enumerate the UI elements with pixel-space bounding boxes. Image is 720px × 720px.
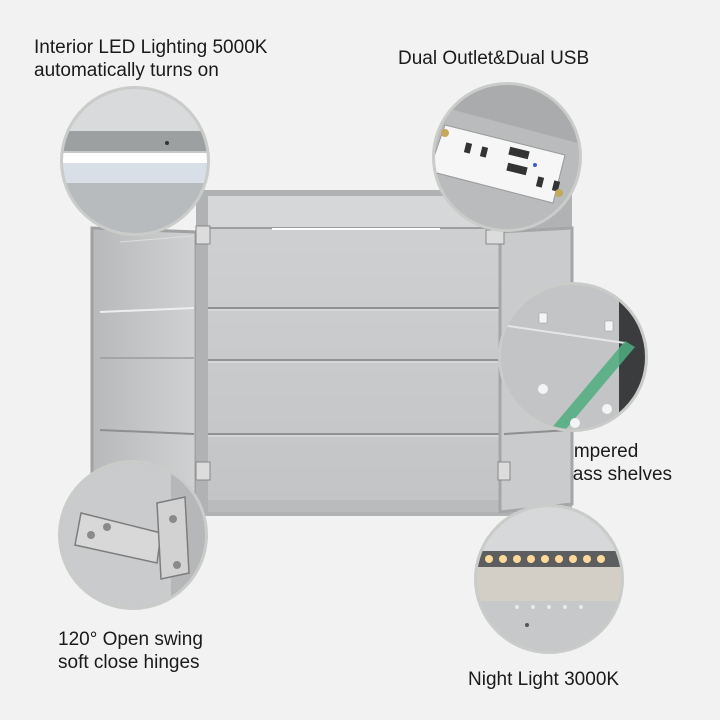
hinges-caption-line2: soft close hinges	[58, 652, 200, 673]
nightlight-caption: Night Light 3000K	[468, 668, 619, 691]
hinge-detail	[58, 460, 208, 610]
body-hinges	[195, 225, 511, 481]
led-lighting-detail	[60, 86, 210, 236]
outlet-icon	[435, 85, 579, 229]
led-caption-line2: automatically turns on	[34, 60, 219, 81]
outlet-caption-line1: Dual Outlet&Dual USB	[398, 48, 590, 69]
glass-shelf-icon	[501, 285, 645, 429]
led-caption: Interior LED Lighting 5000K automaticall…	[34, 36, 267, 82]
outlet-detail	[432, 82, 582, 232]
nightlight-caption-line1: Night Light 3000K	[468, 669, 620, 690]
outlet-caption: Dual Outlet&Dual USB	[398, 47, 589, 70]
hinge-icon	[61, 463, 205, 607]
nightlight-detail	[474, 504, 624, 654]
hinges-caption-line1: 120° Open swing	[58, 629, 203, 650]
hinges-caption: 120° Open swing soft close hinges	[58, 628, 203, 674]
glass-shelf-detail	[498, 282, 648, 432]
led-caption-line1: Interior LED Lighting 5000K	[34, 37, 268, 58]
nightlight-icon	[477, 507, 621, 651]
led-strip-icon	[63, 89, 207, 233]
